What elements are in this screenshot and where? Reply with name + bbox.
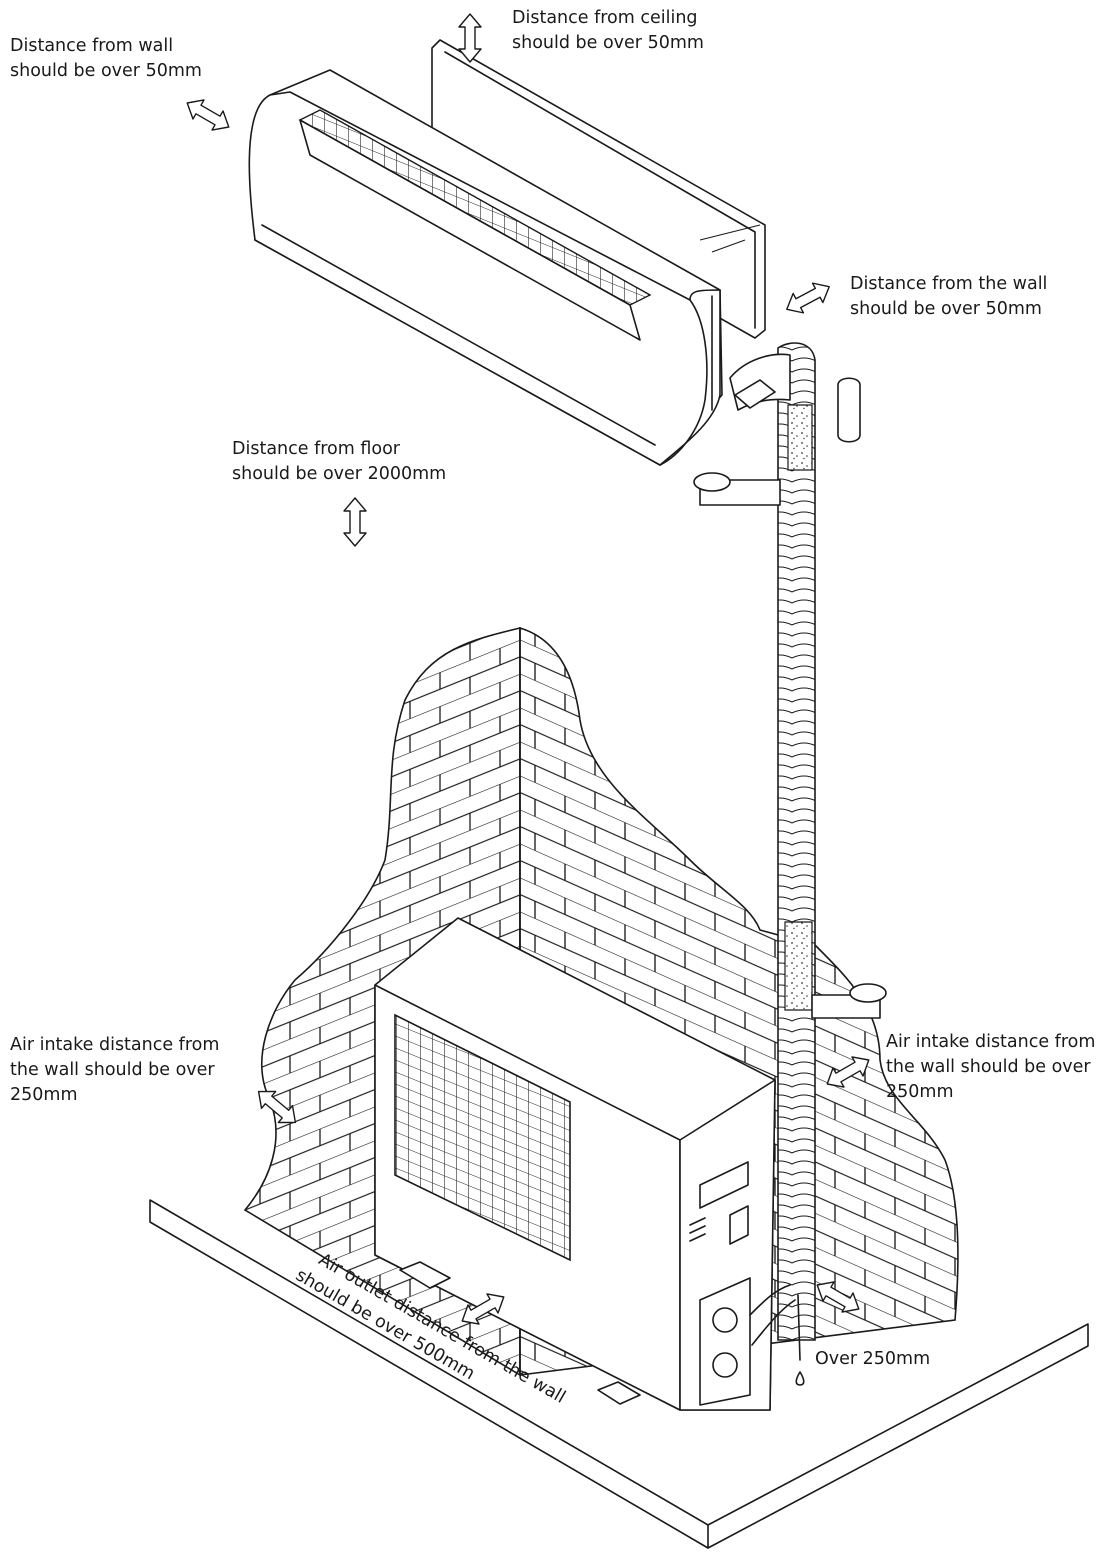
label-line: Distance from floor — [232, 439, 401, 459]
label-line: should be over 50mm — [850, 299, 1042, 319]
label-line: the wall should be over — [886, 1057, 1091, 1077]
label-wall-right: Distance from the wall should be over 50… — [850, 272, 1047, 322]
double-arrow-icon — [186, 99, 230, 131]
label-ceiling: Distance from ceiling should be over 50m… — [512, 6, 704, 56]
label-line: should be over 2000mm — [232, 464, 447, 484]
label-line: Air intake distance from — [886, 1032, 1096, 1052]
pipe-run — [693, 342, 887, 1386]
double-arrow-icon — [257, 1090, 297, 1124]
label-line: 250mm — [10, 1085, 78, 1105]
label-line: should be over 50mm — [512, 33, 704, 53]
label-line: Distance from the wall — [850, 274, 1048, 294]
label-wall-left: Distance from wall should be over 50mm — [10, 34, 202, 84]
label-floor: Distance from floor should be over 2000m… — [232, 437, 446, 487]
label-intake-left: Air intake distance from the wall should… — [10, 1033, 219, 1108]
double-arrow-icon — [458, 13, 482, 63]
label-line: the wall should be over — [10, 1060, 215, 1080]
label-line: Over 250mm — [815, 1349, 931, 1369]
label-intake-right: Air intake distance from the wall should… — [886, 1030, 1095, 1105]
double-arrow-icon — [343, 497, 367, 547]
label-line: should be over 50mm — [10, 61, 202, 81]
label-line: 250mm — [886, 1082, 954, 1102]
double-arrow-icon — [786, 282, 830, 314]
label-line: Air intake distance from — [10, 1035, 220, 1055]
label-line: Distance from wall — [10, 36, 174, 56]
double-arrow-icon — [816, 1281, 860, 1313]
double-arrow-icon — [826, 1056, 870, 1088]
double-arrow-icon — [461, 1293, 505, 1325]
indoor-unit — [248, 69, 723, 466]
outdoor-unit — [374, 917, 776, 1411]
label-pipe-clearance: Over 250mm — [815, 1347, 930, 1372]
label-line: Distance from ceiling — [512, 8, 698, 28]
clearance-arrows — [186, 13, 870, 1325]
